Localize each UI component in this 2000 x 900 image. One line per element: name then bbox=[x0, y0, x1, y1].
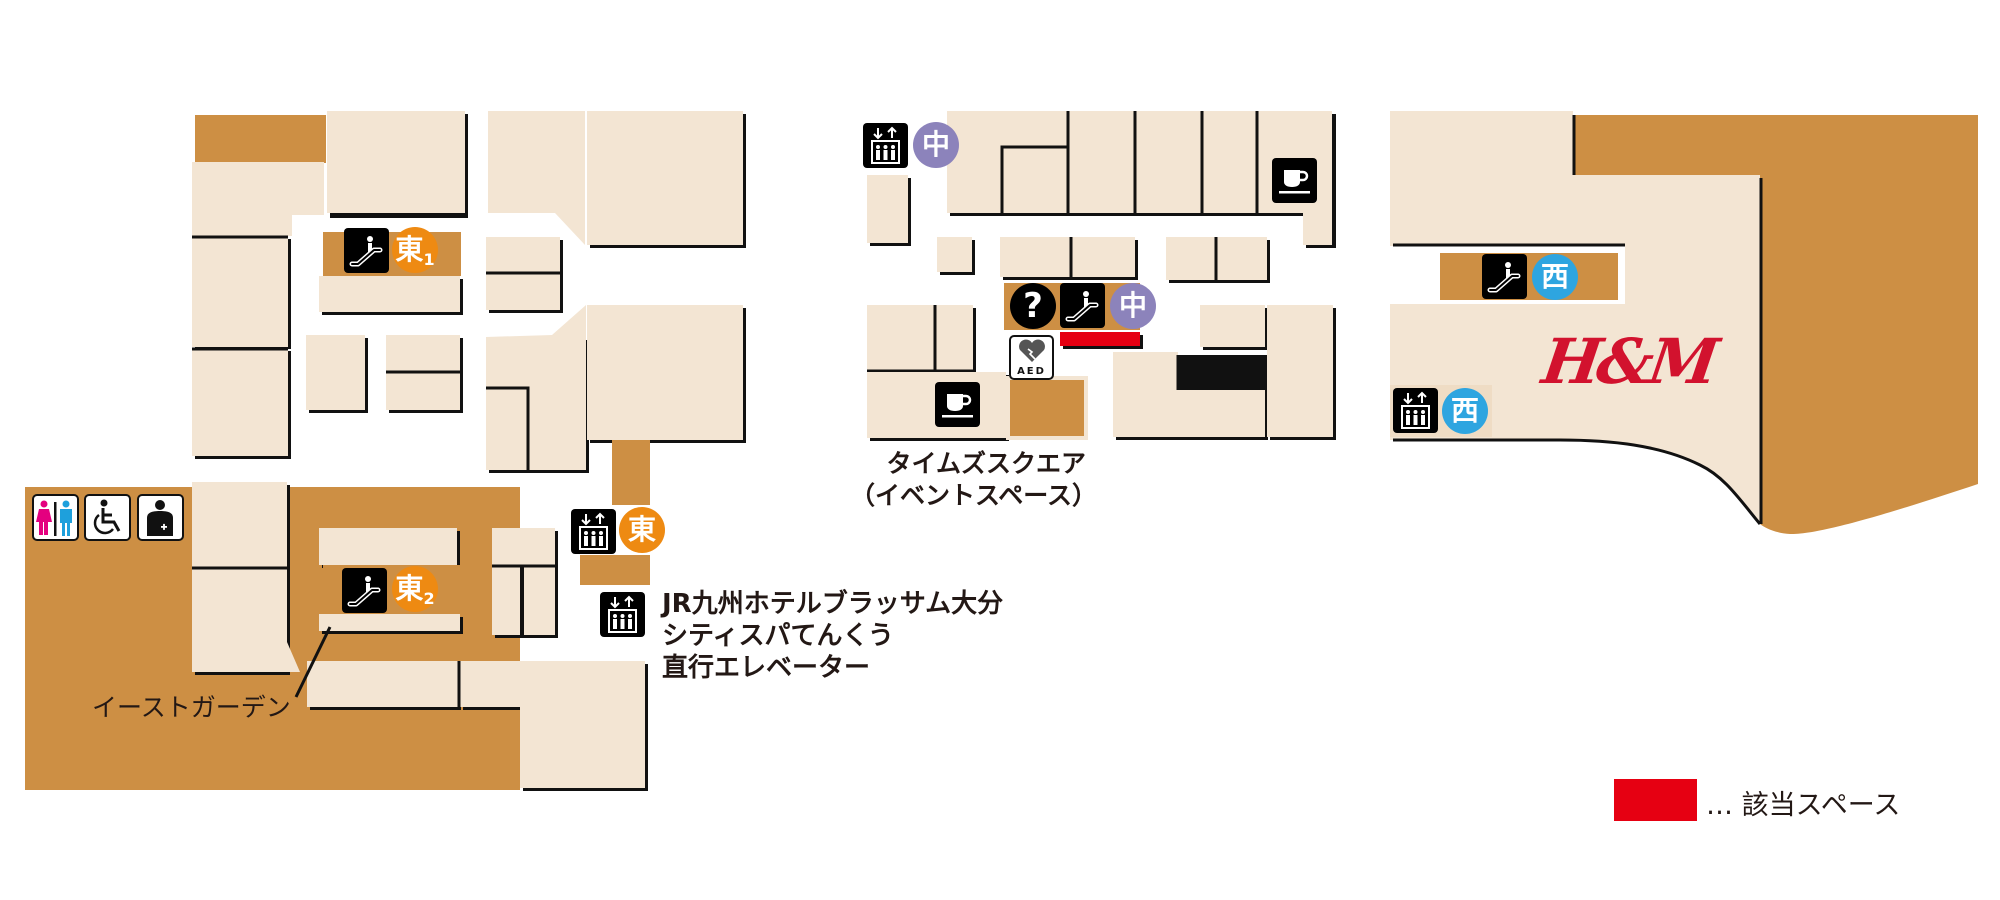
elevator-icon bbox=[863, 123, 908, 168]
jr-elevator-icon bbox=[600, 592, 645, 637]
jr-elevator-line3: 直行エレベーター bbox=[662, 653, 871, 683]
escalator-icon bbox=[342, 568, 387, 613]
times-square-name: タイムズスクエア bbox=[886, 449, 1086, 478]
east2-badge: 東2 bbox=[392, 566, 438, 612]
jr-elevator-line2: シティスパてんくう bbox=[662, 621, 894, 651]
wheelchair-icon bbox=[84, 494, 131, 541]
highlighted-space bbox=[1060, 332, 1140, 346]
ostomate-icon bbox=[137, 494, 184, 541]
jr-elevator-label: JR九州ホテルブラッサム大分 シティスパてんくう 直行エレベーター bbox=[662, 588, 1003, 684]
aed-label: AED bbox=[1017, 366, 1046, 377]
elevator-icon bbox=[1393, 388, 1438, 433]
central-elevator-badge: 中 bbox=[913, 122, 959, 168]
east-shops bbox=[192, 111, 743, 788]
escalator-icon bbox=[344, 228, 389, 273]
escalator-icon bbox=[1060, 283, 1105, 328]
cafe-icon bbox=[935, 382, 980, 427]
legend-label: … 該当スペース bbox=[1706, 790, 1901, 821]
escalator-icon bbox=[1482, 254, 1527, 299]
hm-logo: H&M bbox=[1537, 325, 1720, 398]
times-square-label: タイムズスクエア （イベントスペース） bbox=[850, 448, 1098, 512]
information-icon: ? bbox=[1010, 283, 1056, 329]
west-section bbox=[1390, 111, 1978, 535]
west-elevator-badge: 西 bbox=[1442, 388, 1488, 434]
jr-elevator-line1: JR九州ホテルブラッサム大分 bbox=[662, 589, 1004, 619]
aed-icon: AED bbox=[1009, 335, 1054, 380]
central-escalator-badge: 中 bbox=[1110, 283, 1156, 329]
east-garden-label: イーストガーデン bbox=[92, 693, 291, 722]
east-elevator-badge: 東 bbox=[619, 507, 665, 553]
cafe-icon bbox=[1272, 158, 1317, 203]
times-square-subtitle: （イベントスペース） bbox=[850, 481, 1098, 510]
west-escalator-badge: 西 bbox=[1532, 254, 1578, 300]
elevator-icon bbox=[571, 509, 616, 554]
restroom-icon bbox=[32, 494, 79, 541]
legend-swatch bbox=[1614, 779, 1697, 821]
east1-badge: 東1 bbox=[392, 227, 438, 273]
